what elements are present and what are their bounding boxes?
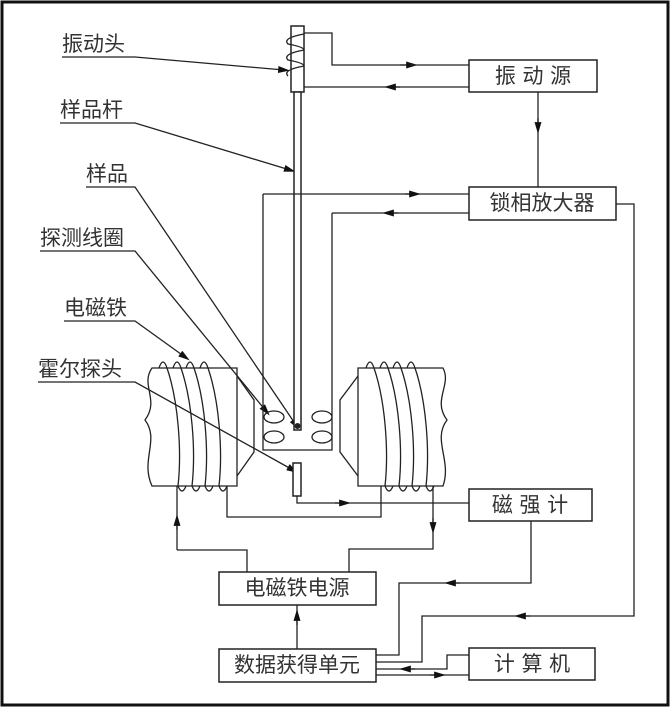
- label-detection-coil: 探测线圈: [40, 226, 270, 416]
- sample-rod: [293, 91, 302, 431]
- label-text: 振动头: [62, 32, 125, 56]
- label-text: 探测线圈: [40, 226, 124, 250]
- hall-probe: [292, 462, 302, 497]
- computer-block: 计 算 机: [468, 647, 596, 681]
- right-electromagnet: [339, 361, 448, 492]
- label-text: 霍尔探头: [38, 357, 122, 381]
- block-label: 计 算 机: [494, 652, 570, 676]
- left-electromagnet: [144, 361, 255, 492]
- label-vibration-head: 振动头: [62, 32, 290, 73]
- label-text: 样品: [86, 162, 128, 186]
- vibration-head: [286, 25, 305, 93]
- label-sample: 样品: [86, 162, 300, 430]
- connections: [173, 32, 635, 679]
- daq-unit-block: 数据获得单元: [218, 648, 377, 683]
- label-sample-rod: 样品杆: [60, 98, 296, 172]
- vibration-source-block: 振 动 源: [468, 59, 598, 93]
- label-electromagnet: 电磁铁: [64, 296, 190, 361]
- detection-coils: [263, 410, 333, 444]
- label-text: 电磁铁: [64, 296, 127, 320]
- magnet-power-block: 电磁铁电源: [218, 571, 377, 606]
- block-label: 锁相放大器: [490, 191, 595, 215]
- magnetometer-block: 磁 强 计: [468, 488, 593, 522]
- block-label: 数据获得单元: [234, 653, 360, 677]
- lockin-amplifier-block: 锁相放大器: [468, 186, 617, 221]
- coil-connection: [226, 486, 382, 518]
- label-hall-probe: 霍尔探头: [38, 357, 299, 473]
- block-label: 磁 强 计: [492, 493, 568, 517]
- block-label: 振 动 源: [495, 64, 571, 88]
- chamber: [262, 194, 333, 451]
- label-text: 样品杆: [60, 98, 123, 122]
- sample: [294, 423, 301, 429]
- block-label: 电磁铁电源: [245, 576, 350, 600]
